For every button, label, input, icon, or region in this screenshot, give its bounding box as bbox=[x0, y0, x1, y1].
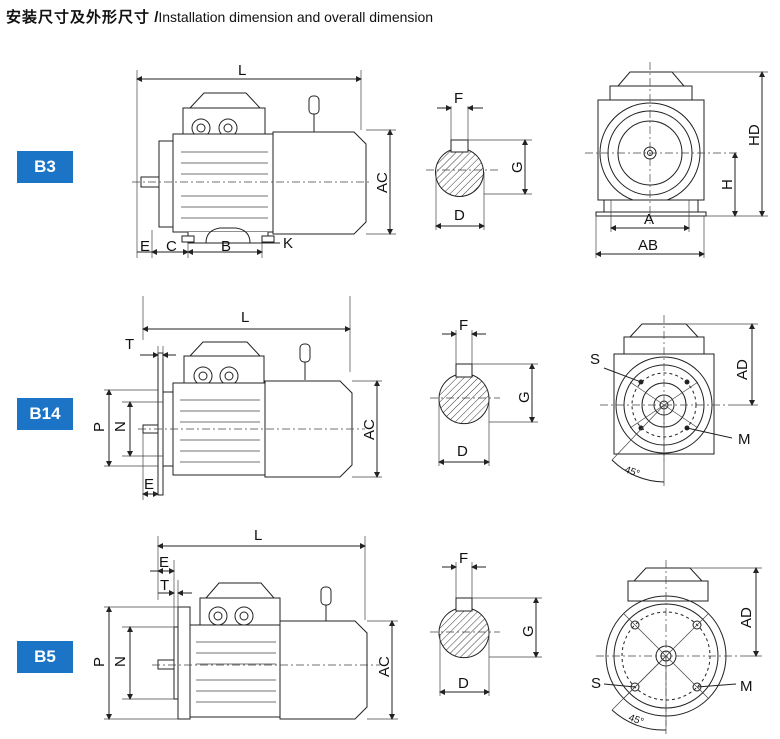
b3-shaft-section bbox=[426, 105, 532, 230]
b14-shaft-labels: F G D bbox=[457, 317, 533, 460]
b3-shaft-labels: F G D bbox=[454, 90, 526, 224]
b3-label-L: L bbox=[238, 62, 246, 79]
b14-label-P: P bbox=[91, 422, 108, 432]
b3-label-F: F bbox=[454, 90, 463, 107]
b3-label-E: E bbox=[140, 238, 150, 255]
b14-label-N: N bbox=[112, 421, 129, 432]
b3-end-labels: HD H A AB bbox=[638, 124, 763, 254]
b14-label-AD: AD bbox=[734, 359, 751, 380]
b3-label-B: B bbox=[221, 238, 231, 255]
b14-end-labels: S AD M 45° bbox=[590, 351, 751, 480]
b5-end-labels: AD S M 45° bbox=[591, 607, 755, 728]
b5-label-S: S bbox=[591, 675, 601, 692]
b5-label-D: D bbox=[458, 675, 469, 692]
b5-side-view bbox=[104, 536, 398, 720]
b14-label-angle: 45° bbox=[623, 464, 641, 480]
b5-end-view bbox=[596, 560, 762, 734]
badge-b3: B3 bbox=[17, 151, 73, 183]
b5-label-N: N bbox=[112, 656, 129, 667]
b5-label-G: G bbox=[520, 625, 537, 637]
b14-label-M: M bbox=[738, 431, 751, 448]
title-english: Installation dimension and overall dimen… bbox=[158, 9, 434, 25]
b14-shaft-section bbox=[430, 330, 538, 466]
b3-end-view bbox=[585, 62, 768, 258]
b3-label-C: C bbox=[166, 238, 177, 255]
b14-label-S: S bbox=[590, 351, 600, 368]
b5-label-AD: AD bbox=[738, 607, 755, 628]
badge-b5: B5 bbox=[17, 641, 73, 673]
b3-label-AC: AC bbox=[374, 172, 391, 193]
b14-label-E: E bbox=[144, 476, 154, 493]
b5-label-E: E bbox=[159, 554, 169, 571]
b5-label-F: F bbox=[459, 550, 468, 567]
badge-b14: B14 bbox=[17, 398, 73, 430]
b5-side-labels: L E T P N AC bbox=[91, 527, 393, 677]
b14-label-AC: AC bbox=[361, 419, 378, 440]
b14-label-L: L bbox=[241, 309, 249, 326]
title-separator: / bbox=[154, 9, 159, 26]
b3-label-AB: AB bbox=[638, 237, 658, 254]
b3-label-HD: HD bbox=[746, 124, 763, 146]
b5-label-L: L bbox=[254, 527, 262, 544]
b3-label-H: H bbox=[719, 179, 736, 190]
b3-side-labels: L AC E C B K bbox=[140, 62, 391, 255]
b14-label-G: G bbox=[516, 391, 533, 403]
b5-label-AC: AC bbox=[376, 656, 393, 677]
b14-label-T: T bbox=[125, 336, 134, 353]
b14-label-D: D bbox=[457, 443, 468, 460]
b3-label-D: D bbox=[454, 207, 465, 224]
b5-label-angle: 45° bbox=[627, 712, 645, 728]
b3-label-A: A bbox=[644, 211, 654, 228]
b5-shaft-section bbox=[430, 562, 542, 696]
b5-label-T: T bbox=[160, 577, 169, 594]
b5-label-M: M bbox=[740, 678, 753, 695]
page-title: 安装尺寸及外形尺寸 /Installation dimension and ov… bbox=[6, 6, 433, 27]
b3-label-K: K bbox=[283, 235, 293, 252]
title-chinese: 安装尺寸及外形尺寸 bbox=[6, 9, 151, 26]
b5-label-P: P bbox=[91, 657, 108, 667]
b3-label-G: G bbox=[509, 161, 526, 173]
b14-side-view bbox=[104, 296, 382, 500]
b14-side-labels: L T P N AC E bbox=[91, 309, 378, 493]
b14-label-F: F bbox=[459, 317, 468, 334]
b14-end-view bbox=[600, 315, 758, 486]
b5-shaft-labels: F G D bbox=[458, 550, 537, 692]
b3-side-view bbox=[132, 70, 396, 258]
